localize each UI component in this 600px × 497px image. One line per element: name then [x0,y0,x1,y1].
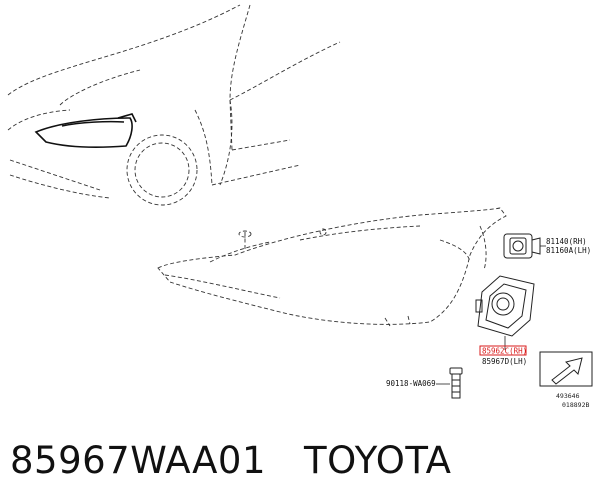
part-label-85967D: 85967D(LH) [482,357,527,366]
part-label-81160A: 81160A(LH) [546,246,591,255]
figure-code-1: 493646 [556,392,580,400]
headlamp-assembly [157,207,507,327]
car-outline [7,4,341,206]
car-headlight-highlight [34,113,137,148]
parts-diagram: 81140(RH) 81160A(LH) 85962C(RH) 85967D(L… [7,4,593,409]
front-arrow-box [539,351,593,387]
part-label-85962C: 85962C(RH) [482,347,527,356]
highlight-box [479,345,527,356]
caption: 85967WAA01 TOYOTA [10,430,451,490]
brand-name: TOYOTA [304,438,452,482]
figure-code-2: 018892B [562,401,589,409]
screw-illustration [449,367,463,399]
part-label-81140: 81140(RH) [546,237,587,246]
socket-part-illustration [503,233,541,259]
ecu-module-illustration [475,275,535,337]
part-number: 85967WAA01 [10,438,266,482]
part-label-90118: 90118-WA069 [386,379,436,388]
